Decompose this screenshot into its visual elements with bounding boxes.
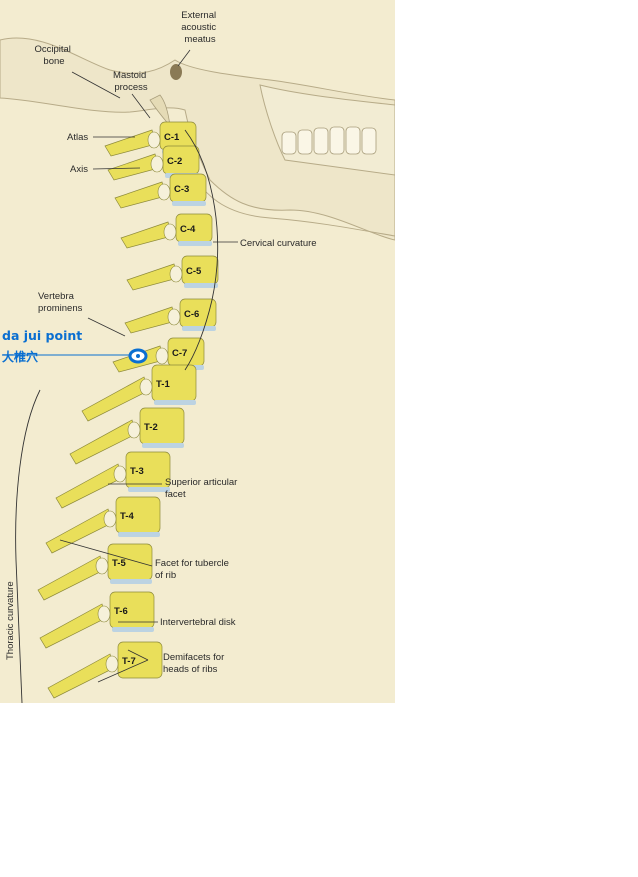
vertebra-label-t-4: T-4 bbox=[120, 511, 134, 522]
external-acoustic-meatus-label: External acoustic meatus bbox=[181, 10, 219, 45]
articular-facet bbox=[155, 347, 169, 365]
articular-facet bbox=[95, 557, 109, 575]
facet-tubercle-label: Facet for tubercle of rib bbox=[155, 558, 232, 581]
vertebra-label-c-3: C-3 bbox=[174, 184, 189, 195]
intervertebral-disk bbox=[110, 579, 152, 584]
vertebra-label-t-7: T-7 bbox=[122, 656, 136, 667]
vertebra-label-c-4: C-4 bbox=[180, 224, 196, 235]
vertebra-prominens-label: Vertebra prominens bbox=[38, 291, 83, 314]
articular-facet bbox=[163, 223, 177, 241]
vertebra-label-t-3: T-3 bbox=[130, 466, 144, 477]
intervertebral-disk bbox=[112, 627, 154, 632]
intervertebral-disk bbox=[128, 487, 170, 492]
cervical-curvature-label: Cervical curvature bbox=[240, 238, 317, 249]
articular-facet bbox=[97, 605, 111, 623]
spinal-column bbox=[37, 121, 219, 699]
vertebral-body bbox=[117, 641, 163, 679]
thoracic-curvature-bracket bbox=[15, 389, 41, 703]
intervertebral-disk bbox=[184, 283, 218, 288]
intervertebral-disk bbox=[142, 443, 184, 448]
vertebra-label-c-6: C-6 bbox=[184, 309, 199, 320]
vertebra-label-c-7: C-7 bbox=[172, 348, 187, 359]
articular-facet bbox=[105, 655, 119, 673]
vertebra-label-c-1: C-1 bbox=[164, 132, 180, 143]
articular-facet bbox=[157, 183, 171, 201]
leader-lines bbox=[59, 49, 238, 683]
spine-illustration: Occipital bone External acoustic meatus … bbox=[0, 0, 395, 703]
da-jui-annotation: da jui point 大椎穴 bbox=[2, 328, 148, 364]
vertebra-label-c-5: C-5 bbox=[186, 266, 202, 277]
mastoid-process-label: Mastoid process bbox=[113, 70, 149, 93]
vertebra-label-t-5: T-5 bbox=[112, 558, 126, 569]
articular-facet bbox=[169, 265, 183, 283]
articular-facet bbox=[150, 155, 164, 173]
intervertebral-disk bbox=[118, 532, 160, 537]
articular-facet bbox=[113, 465, 127, 483]
occipital-bone-label: Occipital bone bbox=[34, 44, 73, 67]
articular-facet bbox=[167, 308, 181, 326]
vertebra-label-c-2: C-2 bbox=[167, 156, 182, 167]
intervertebral-disk bbox=[154, 400, 196, 405]
articular-facet bbox=[139, 378, 153, 396]
atlas-label: Atlas bbox=[67, 132, 88, 143]
articular-facet bbox=[127, 421, 141, 439]
superior-articular-facet-label: Superior articular facet bbox=[165, 477, 240, 500]
intervertebral-disk bbox=[182, 326, 216, 331]
vertebra-label-t-2: T-2 bbox=[144, 422, 158, 433]
intervertebral-disk bbox=[172, 201, 206, 206]
vertebra-labels: C-1C-2C-3C-4C-5C-6C-7T-1T-2T-3T-4T-5T-6T… bbox=[112, 132, 202, 667]
articular-facet bbox=[147, 131, 161, 149]
acoustic-meatus-marker bbox=[170, 64, 182, 80]
cervical-curvature-bracket bbox=[184, 129, 219, 371]
demifacets-label: Demifacets for heads of ribs bbox=[163, 652, 227, 675]
intervertebral-disk bbox=[178, 241, 212, 246]
skull bbox=[0, 37, 395, 241]
thoracic-curvature-label: Thoracic curvature bbox=[5, 581, 16, 660]
da-jui-chinese: 大椎穴 bbox=[2, 349, 38, 364]
da-jui-title: da jui point bbox=[2, 328, 82, 343]
articular-facet bbox=[103, 510, 117, 528]
axis-label: Axis bbox=[70, 164, 88, 175]
vertebra-label-t-6: T-6 bbox=[114, 606, 128, 617]
intervertebral-disk-label: Intervertebral disk bbox=[160, 617, 236, 628]
vertebra-label-t-1: T-1 bbox=[156, 379, 170, 390]
